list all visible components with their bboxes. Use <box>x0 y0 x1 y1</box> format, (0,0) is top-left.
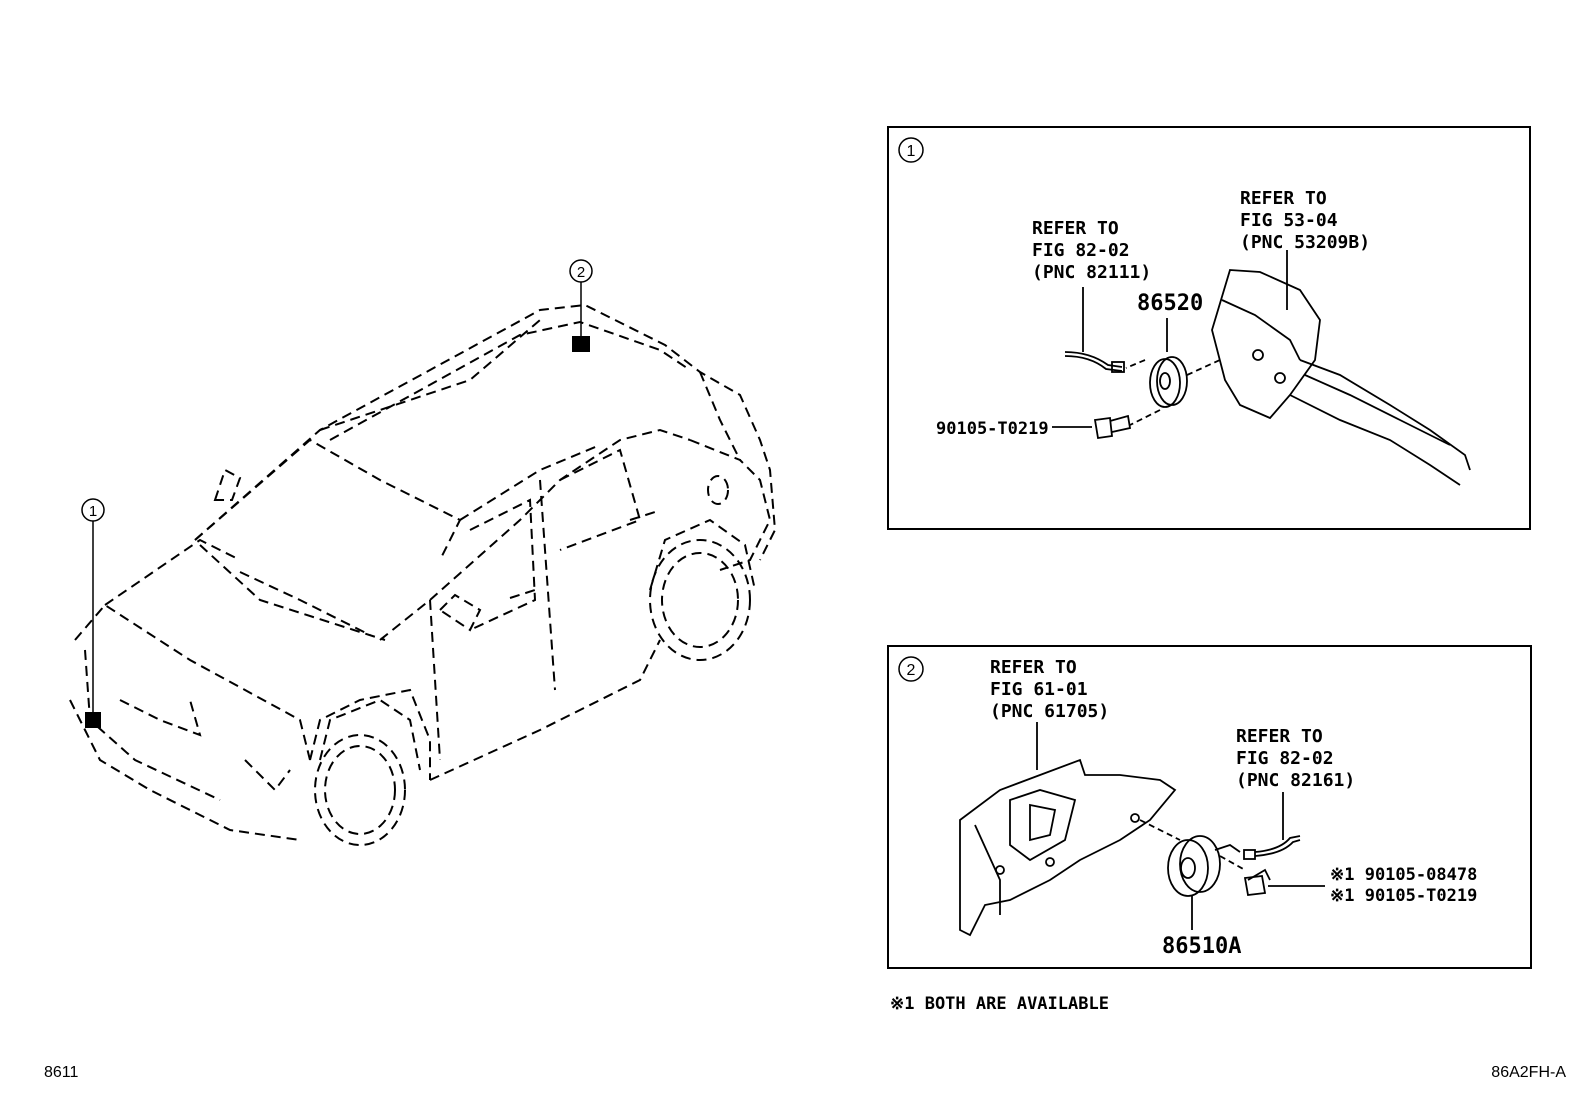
panel-1-part-horn: 86520 <box>1137 291 1203 316</box>
vehicle-illustration <box>69 303 777 846</box>
horn-location-marker-2 <box>572 336 590 352</box>
panel-2-bolt-1: ※1 90105-08478 <box>1330 865 1477 885</box>
panel-2-ref-b-line-1: REFER TO <box>1236 726 1323 747</box>
page-number-left: 8611 <box>44 1064 79 1081</box>
panel-1-ref-b-line-1: REFER TO <box>1240 188 1327 209</box>
callout-2-vehicle: 2 <box>569 259 593 352</box>
panel-2-part-horn: 86510A <box>1162 934 1241 959</box>
footnote: ※1 BOTH ARE AVAILABLE <box>890 994 1109 1014</box>
panel-1-ref-b-line-3: (PNC 53209B) <box>1240 232 1370 253</box>
panel-2-marker: 2 <box>907 662 916 679</box>
panel-1-bracket <box>1211 250 1471 486</box>
panel-1-horn <box>1125 318 1221 426</box>
detail-panel-1: 1 REFER TO FIG 82-02 (PNC 82111) REFER T… <box>887 126 1531 530</box>
panel-2-horn <box>1139 819 1246 930</box>
panel-2-quarter-panel <box>959 722 1177 937</box>
horn-location-marker-1 <box>85 712 101 728</box>
callout-1-label: 1 <box>89 503 97 520</box>
panel-1-part-bolt: 90105-T0219 <box>936 419 1049 439</box>
page-code-right: 86A2FH-A <box>1491 1064 1566 1081</box>
panel-1-marker: 1 <box>907 143 916 160</box>
panel-1-wire-harness <box>1064 287 1125 373</box>
callout-1-vehicle: 1 <box>81 498 105 728</box>
detail-panel-2: 2 REFER TO FIG 61-01 (PNC 61705) REFER T… <box>887 645 1532 969</box>
panel-2-ref-b-line-2: FIG 82-02 <box>1236 748 1334 769</box>
panel-2-ref-a-line-2: FIG 61-01 <box>990 679 1088 700</box>
panel-2-bolt <box>1243 868 1325 896</box>
panel-1-ref-a-line-2: FIG 82-02 <box>1032 240 1130 261</box>
panel-1-bolt <box>1052 414 1132 440</box>
panel-2-ref-a-line-1: REFER TO <box>990 657 1077 678</box>
panel-2-wire-harness <box>1214 792 1301 860</box>
panel-2-ref-a-line-3: (PNC 61705) <box>990 701 1109 722</box>
callout-2-label: 2 <box>577 264 585 281</box>
panel-1-ref-b-line-2: FIG 53-04 <box>1240 210 1338 231</box>
panel-1-ref-a-line-3: (PNC 82111) <box>1032 262 1151 283</box>
panel-1-ref-a-line-1: REFER TO <box>1032 218 1119 239</box>
panel-2-ref-b-line-3: (PNC 82161) <box>1236 770 1355 791</box>
panel-2-bolt-2: ※1 90105-T0219 <box>1330 886 1477 906</box>
